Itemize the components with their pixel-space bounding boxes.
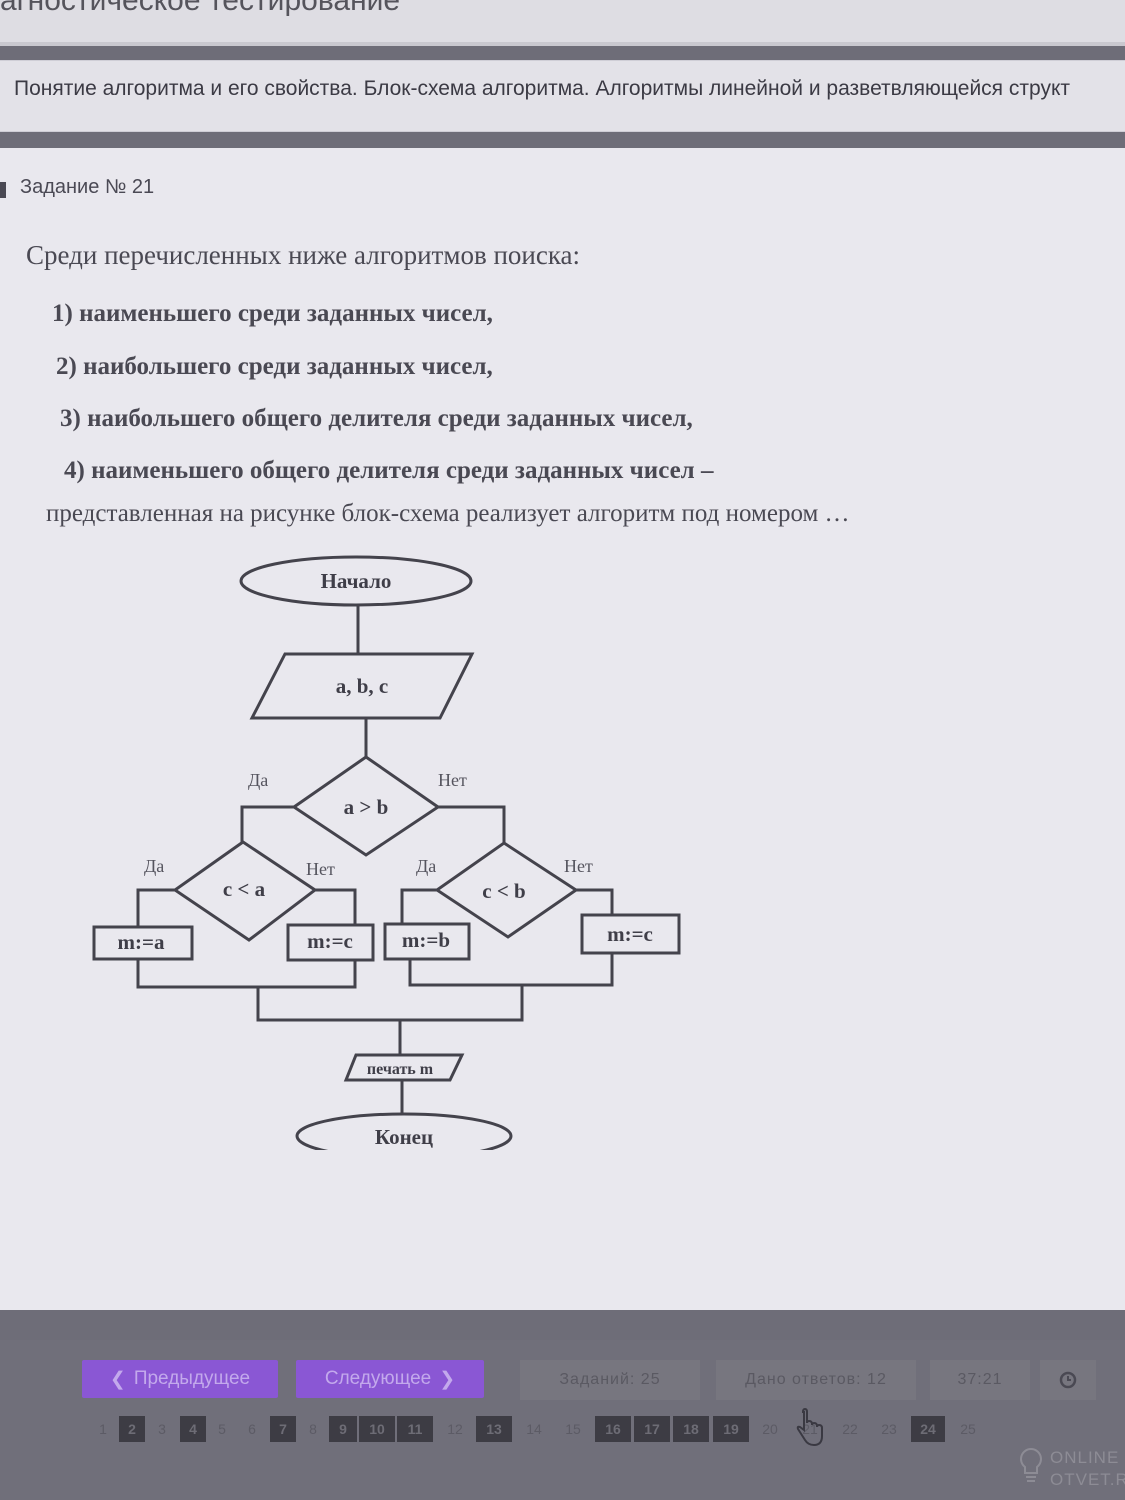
yes-label: Да (144, 856, 164, 876)
merge-right (408, 953, 614, 987)
divider (0, 42, 1125, 46)
page-22-button[interactable]: 22 (842, 1421, 858, 1437)
page-18-button[interactable]: 18 (673, 1416, 709, 1442)
yes-label: Да (248, 770, 268, 790)
answers-count: Дано ответов: 12 (716, 1360, 916, 1400)
page-5-button[interactable]: 5 (218, 1421, 226, 1437)
end-label: Конец (375, 1125, 433, 1149)
connector (240, 805, 294, 842)
question-outro: представленная на рисунке блок-схема реа… (46, 500, 850, 527)
page-2-button[interactable]: 2 (119, 1416, 145, 1442)
print-box (343, 1053, 465, 1082)
connector (315, 888, 357, 925)
page-7-button[interactable]: 7 (270, 1416, 296, 1442)
window-title: агностическое тестирование (0, 0, 401, 17)
page-10-button[interactable]: 10 (359, 1416, 395, 1442)
print-label: печать m (367, 1061, 434, 1078)
merge-left (136, 959, 357, 989)
yes-label: Да (416, 856, 436, 876)
decision-left (172, 840, 318, 942)
merge-main (256, 985, 524, 1022)
hand-cursor-icon (796, 1408, 823, 1447)
assign-a-label: m:=a (118, 930, 165, 954)
tasks-count: Заданий: 25 (520, 1360, 700, 1400)
option-3: 3) наибольшего общего делителя среди зад… (60, 405, 693, 432)
start-terminal (239, 555, 473, 607)
option-4: 4) наименьшего общего делителя среди зад… (64, 457, 714, 484)
input-parallelogram (249, 652, 475, 720)
option-1: 1) наименьшего среди заданных чисел, (52, 300, 493, 327)
chevron-right-icon: ❯ (439, 1368, 456, 1390)
prev-button[interactable]: ❮ Предыдущее (82, 1360, 278, 1398)
task-card (0, 148, 1125, 1310)
assign-b-label: m:=b (402, 928, 450, 952)
assign-b-box (383, 922, 471, 961)
watermark-line-2: OTVET.RU (1050, 1470, 1125, 1489)
chevron-left-icon: ❮ (109, 1368, 126, 1390)
flowchart: Начало a, b, c a > b Да Нет c < a Да Нет… (92, 555, 681, 1150)
window-title-strip: агностическое тестирование (0, 0, 1125, 42)
page-4-button[interactable]: 4 (180, 1416, 206, 1442)
no-label: Нет (564, 856, 593, 876)
page-14-button[interactable]: 14 (526, 1421, 542, 1437)
page-3-button[interactable]: 3 (158, 1421, 166, 1437)
watermark-line-1: ONLINE (1050, 1448, 1120, 1467)
assign-c-box-right (580, 913, 681, 955)
page-9-button[interactable]: 9 (329, 1416, 357, 1442)
no-label: Нет (438, 770, 467, 790)
next-button-label: Следующее (324, 1368, 432, 1389)
connector (136, 888, 175, 927)
page-16-button[interactable]: 16 (595, 1416, 631, 1442)
page-8-button[interactable]: 8 (309, 1421, 317, 1437)
topic-header: Понятие алгоритма и его свойства. Блок-с… (0, 60, 1125, 132)
clock-icon (1059, 1371, 1077, 1389)
page-25-button[interactable]: 25 (960, 1421, 976, 1437)
page-6-button[interactable]: 6 (248, 1421, 256, 1437)
connector (576, 888, 614, 915)
page-1-button[interactable]: 1 (99, 1421, 107, 1437)
page-13-button[interactable]: 13 (476, 1416, 512, 1442)
page-23-button[interactable]: 23 (881, 1421, 897, 1437)
decision-main-label: a > b (344, 795, 389, 819)
connector (438, 805, 506, 843)
connector (400, 888, 437, 924)
page-15-button[interactable]: 15 (565, 1421, 581, 1437)
assign-c-label: m:=c (607, 922, 653, 946)
next-button[interactable]: Следующее ❯ (296, 1360, 484, 1398)
end-terminal (295, 1112, 513, 1150)
start-label: Начало (321, 569, 392, 593)
task-number: Задание № 21 (20, 176, 155, 198)
page-17-button[interactable]: 17 (634, 1416, 670, 1442)
task-marker (0, 182, 6, 198)
page-20-button[interactable]: 20 (762, 1421, 778, 1437)
page-12-button[interactable]: 12 (447, 1421, 463, 1437)
watermark: ONLINE OTVET.RU (1012, 1440, 1125, 1500)
timer-icon-box (1040, 1360, 1096, 1400)
assign-c-label: m:=c (307, 929, 353, 953)
prev-button-label: Предыдущее (133, 1368, 251, 1389)
page-24-button[interactable]: 24 (911, 1416, 945, 1442)
assign-c-box-left (286, 923, 375, 962)
page-19-button[interactable]: 19 (713, 1416, 749, 1442)
lightbulb-icon (1020, 1447, 1042, 1482)
assign-a-box (92, 925, 194, 961)
input-label: a, b, c (336, 674, 389, 698)
page-21-button[interactable]: 21 (802, 1421, 818, 1437)
topic-title: Понятие алгоритма и его свойства. Блок-с… (14, 77, 1070, 100)
decision-main (291, 755, 441, 857)
decision-left-label: c < a (223, 877, 266, 901)
decision-right (434, 841, 579, 939)
option-2: 2) наибольшего среди заданных чисел, (56, 353, 493, 380)
page-11-button[interactable]: 11 (397, 1416, 433, 1442)
timer: 37:21 (930, 1360, 1030, 1400)
no-label: Нет (306, 859, 335, 879)
question-intro: Среди перечисленных ниже алгоритмов поис… (26, 240, 581, 270)
decision-right-label: c < b (482, 879, 525, 903)
